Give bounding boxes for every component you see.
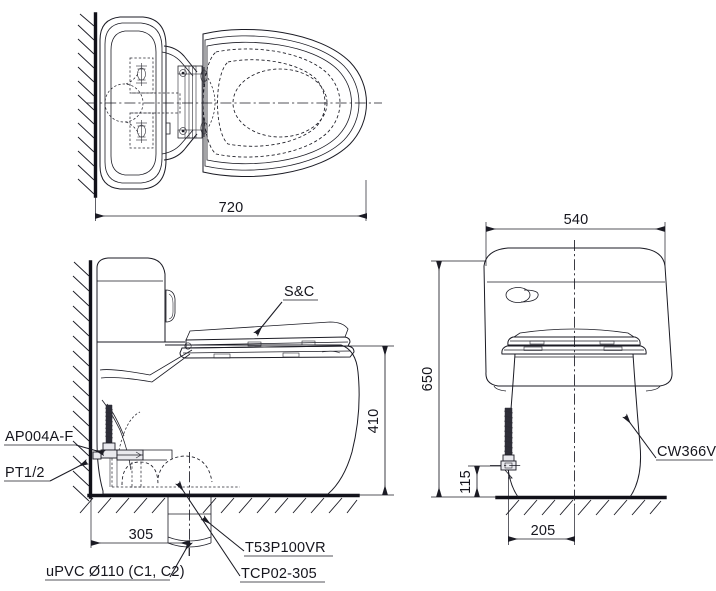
dimension-720: 720 bbox=[95, 180, 367, 221]
tank-bolt-upper bbox=[136, 63, 147, 86]
side-view: 410 305 S&C AP004A-F PT1/2 bbox=[4, 257, 394, 583]
dimension-410: 410 bbox=[330, 345, 394, 496]
dimension-650: 650 bbox=[420, 260, 497, 498]
dimension-305: 305 bbox=[90, 497, 190, 556]
callout-floor-flange: T53P100VR bbox=[200, 515, 333, 557]
dimension-540-text: 540 bbox=[564, 212, 589, 228]
side-view-bowl bbox=[96, 341, 360, 495]
dimension-305-text: 305 bbox=[129, 527, 154, 543]
dimension-115-text: 115 bbox=[458, 470, 474, 494]
dimension-115: 115 bbox=[458, 465, 501, 497]
wall-hatch-side bbox=[72, 261, 90, 502]
callout-connector: TCP02-305 bbox=[175, 480, 325, 583]
callout-drain-pipe-text: uPVC Ø110 (C1, C2) bbox=[46, 564, 185, 580]
front-view-bowl bbox=[493, 353, 661, 498]
dimension-650-text: 650 bbox=[420, 367, 436, 392]
callout-thread-size-text: PT1/2 bbox=[5, 465, 45, 481]
front-view-floor bbox=[495, 495, 667, 516]
flush-lever bbox=[165, 289, 176, 323]
top-view-hinge bbox=[177, 65, 208, 139]
callout-seat-cover-text: S&C bbox=[284, 284, 314, 300]
side-view-seat-cover bbox=[179, 321, 355, 359]
wall-hatch-top bbox=[77, 13, 95, 195]
dimension-720-text: 720 bbox=[219, 200, 244, 216]
floor-hatch-side bbox=[79, 497, 358, 514]
front-view-supply bbox=[490, 407, 521, 497]
callout-model-text: CW366V bbox=[657, 444, 716, 460]
callout-angle-valve: AP004A-F bbox=[4, 429, 106, 457]
flush-handle bbox=[505, 287, 539, 303]
callout-connector-text: TCP02-305 bbox=[241, 566, 317, 582]
side-view-angle-valve bbox=[92, 404, 173, 487]
floor-hatch-front bbox=[505, 499, 662, 516]
tank-bolt-lower bbox=[136, 120, 147, 143]
callout-thread-size: PT1/2 bbox=[4, 458, 90, 482]
top-view-wall bbox=[77, 12, 98, 198]
dimension-205-text: 205 bbox=[531, 523, 556, 539]
top-view-tank-internals bbox=[104, 57, 181, 149]
dimension-410-text: 410 bbox=[366, 409, 382, 434]
callout-seat-cover: S&C bbox=[253, 284, 318, 337]
callout-model: CW366V bbox=[622, 413, 716, 461]
top-view-seat bbox=[202, 29, 367, 177]
front-view-tank bbox=[483, 247, 673, 387]
dimension-540: 540 bbox=[485, 212, 666, 266]
callout-drain-pipe: uPVC Ø110 (C1, C2) bbox=[45, 539, 194, 581]
dimension-205: 205 bbox=[508, 497, 575, 545]
front-view: 540 650 115 205 CW366V bbox=[420, 212, 716, 545]
side-view-trap bbox=[111, 411, 240, 488]
top-view: 720 bbox=[77, 12, 382, 221]
front-view-seat bbox=[501, 328, 647, 355]
callout-floor-flange-text: T53P100VR bbox=[245, 540, 326, 556]
side-view-tank bbox=[96, 257, 176, 343]
callout-angle-valve-text: AP004A-F bbox=[5, 429, 74, 445]
side-view-wall-floor bbox=[72, 260, 360, 514]
